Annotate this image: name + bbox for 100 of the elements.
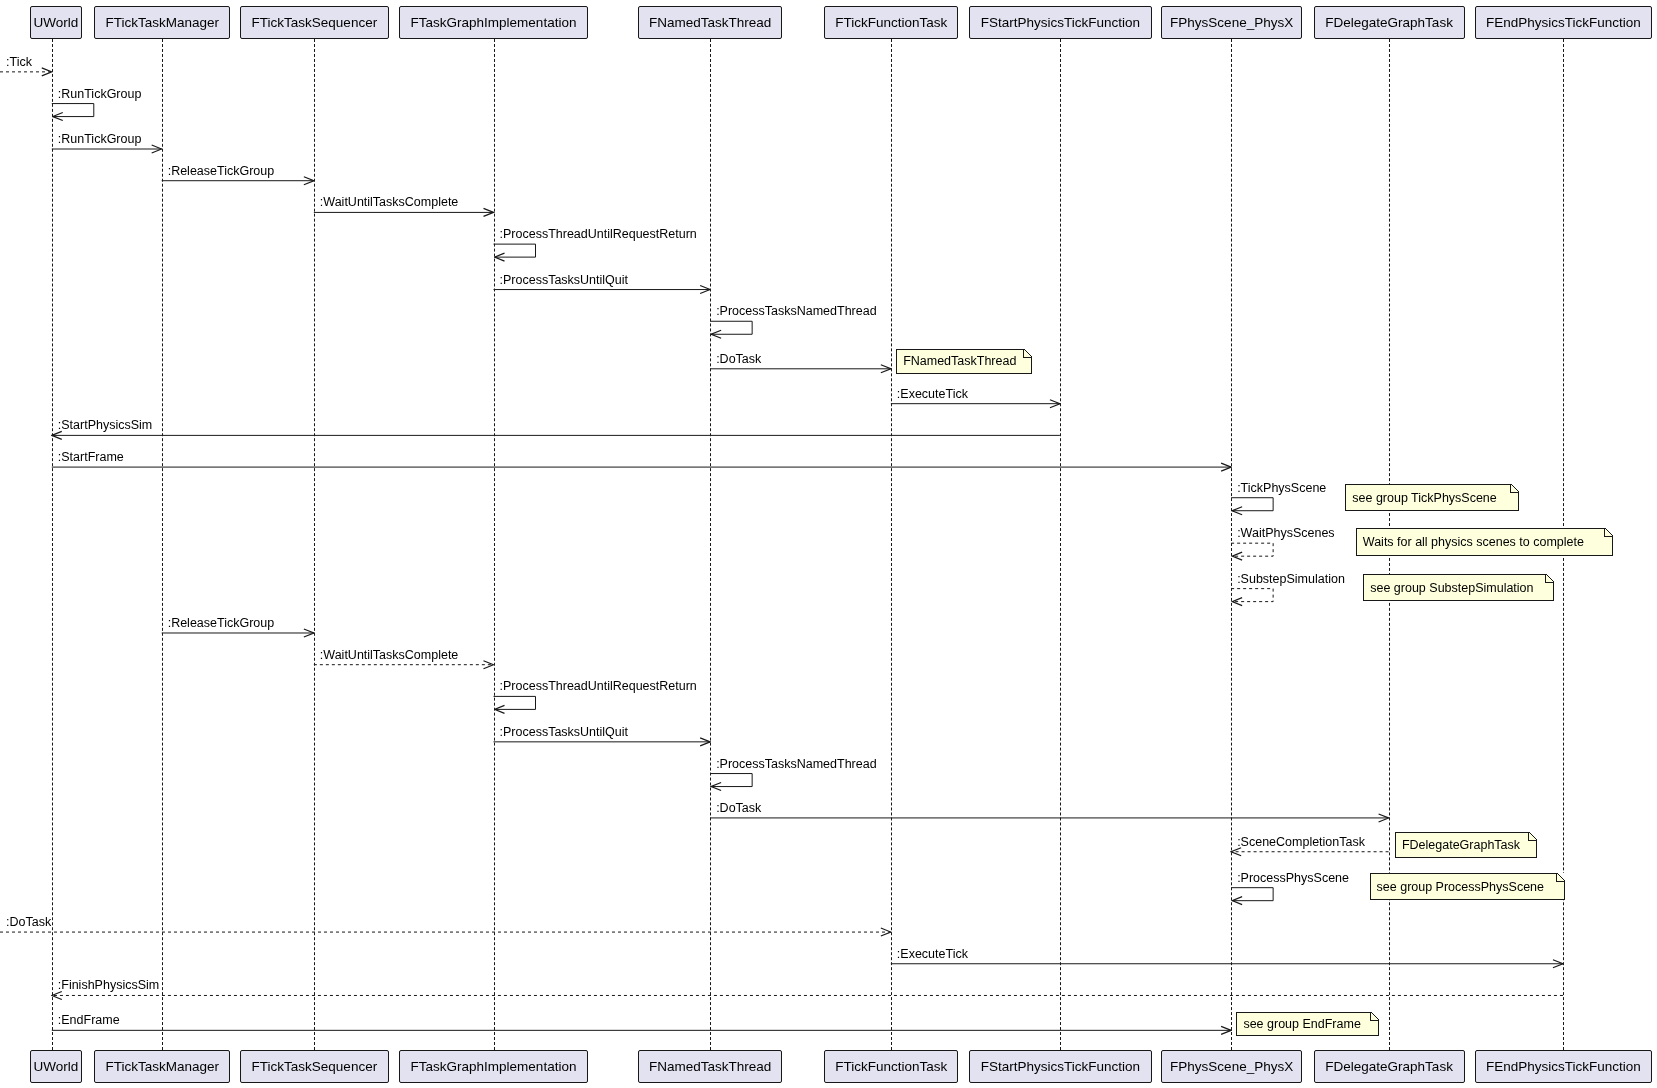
lifeline xyxy=(1231,39,1233,1050)
participant-box xyxy=(239,1050,389,1083)
participant-name: FDelegateGraphTask xyxy=(1325,15,1453,30)
participant-name: FTaskGraphImplementation xyxy=(410,15,577,30)
participant-name: FTickTaskSequencer xyxy=(251,1059,378,1074)
message-arrow xyxy=(709,813,1390,823)
note-text: Waits for all physics scenes to complete xyxy=(1362,535,1584,550)
note xyxy=(1355,528,1613,556)
message-label: :ProcessThreadUntilRequestReturn xyxy=(499,227,697,242)
message-label: :DoTask xyxy=(716,800,762,815)
message-arrow xyxy=(493,284,711,295)
message-arrow xyxy=(890,399,1061,409)
note xyxy=(1394,831,1537,859)
lifeline xyxy=(51,39,53,1050)
participant-box xyxy=(969,1050,1152,1083)
participant-box xyxy=(29,6,83,39)
participant-name: FTickFunctionTask xyxy=(835,15,948,30)
message-label: :RunTickGroup xyxy=(57,132,142,146)
message-arrow xyxy=(1230,887,1274,906)
participant-box xyxy=(239,6,389,39)
message-arrow xyxy=(51,1025,1232,1035)
lifeline xyxy=(1059,39,1061,1050)
participant-name: FNamedTaskThread xyxy=(649,15,772,30)
message-label: :ReleaseTickGroup xyxy=(167,616,275,630)
message-label: :TickPhysScene xyxy=(1237,480,1327,495)
note xyxy=(1236,1012,1380,1036)
message-arrow xyxy=(0,67,53,77)
message-label: :EndFrame xyxy=(57,1013,120,1028)
message-label: :StartFrame xyxy=(57,450,124,465)
message-label: :SceneCompletionTask xyxy=(1237,834,1365,849)
message-arrow xyxy=(51,103,95,122)
participant-name: FStartPhysicsTickFunction xyxy=(980,1059,1141,1074)
participant-box xyxy=(638,6,782,39)
participant-box xyxy=(1475,6,1652,39)
participant-box xyxy=(824,6,959,39)
message-arrow xyxy=(890,959,1564,969)
participant-box xyxy=(1313,6,1465,39)
message-arrow xyxy=(493,695,536,714)
message-label: :FinishPhysicsSim xyxy=(57,978,160,993)
participant-box xyxy=(94,6,231,39)
participant-box xyxy=(824,1050,959,1083)
message-arrow xyxy=(709,364,892,374)
participant-box xyxy=(1161,6,1302,39)
message-label: :ProcessTasksUntilQuit xyxy=(499,272,628,287)
participant-box xyxy=(638,1050,782,1083)
lifeline xyxy=(890,39,892,1050)
participant-name: FTickFunctionTask xyxy=(835,1059,948,1074)
participant-box xyxy=(399,1050,588,1083)
note xyxy=(1363,573,1555,602)
message-label: :WaitUntilTasksComplete xyxy=(319,647,459,662)
message-arrow xyxy=(161,176,315,186)
note-text: see group EndFrame xyxy=(1243,1017,1361,1031)
participant-box xyxy=(969,6,1152,39)
message-label: :ProcessTasksUntilQuit xyxy=(499,724,628,739)
message-arrow xyxy=(493,737,711,747)
note-text: FNamedTaskThread xyxy=(903,354,1017,369)
participant-name: FNamedTaskThread xyxy=(649,1059,772,1074)
participant-box xyxy=(1161,1050,1302,1083)
message-label: :ProcessPhysScene xyxy=(1237,870,1349,885)
message-arrow xyxy=(51,990,1564,1001)
participant-name: FTaskGraphImplementation xyxy=(410,1059,577,1074)
message-arrow xyxy=(493,243,536,262)
participant-name: UWorld xyxy=(33,15,79,30)
participant-name: FEndPhysicsTickFunction xyxy=(1486,15,1641,30)
message-label: :SubstepSimulation xyxy=(1237,571,1345,586)
participant-name: FTickTaskManager xyxy=(105,1059,219,1074)
message-arrow xyxy=(313,660,495,670)
message-label: :ProcessTasksNamedThread xyxy=(716,756,877,771)
message-arrow xyxy=(709,320,753,339)
note xyxy=(896,348,1033,375)
participant-name: FEndPhysicsTickFunction xyxy=(1486,1059,1641,1074)
note-text: see group ProcessPhysScene xyxy=(1376,879,1544,894)
message-label: :StartPhysicsSim xyxy=(57,418,153,433)
message-label: :ProcessThreadUntilRequestReturn xyxy=(499,679,697,694)
participant-name: FTickTaskManager xyxy=(105,15,219,30)
note-text: FDelegateGraphTask xyxy=(1401,837,1521,852)
message-label: :RunTickGroup xyxy=(57,86,142,101)
message-arrow xyxy=(709,773,753,792)
lifeline xyxy=(313,39,315,1050)
participant-name: FDelegateGraphTask xyxy=(1325,1059,1453,1074)
message-arrow xyxy=(51,430,1061,440)
participant-box xyxy=(29,1050,83,1083)
participant-name: FPhysScene_PhysX xyxy=(1170,1059,1294,1074)
note-text: see group SubstepSimulation xyxy=(1370,580,1534,595)
message-arrow xyxy=(1230,497,1274,516)
message-arrow xyxy=(1230,847,1390,857)
message-arrow xyxy=(0,927,892,937)
message-label: :Tick xyxy=(6,54,32,69)
message-label: :WaitPhysScenes xyxy=(1237,526,1335,541)
participant-box xyxy=(94,1050,231,1083)
note xyxy=(1369,872,1566,901)
message-arrow xyxy=(1230,588,1274,607)
note xyxy=(1345,484,1519,512)
participant-name: FPhysScene_PhysX xyxy=(1170,15,1294,30)
lifeline xyxy=(493,39,495,1050)
participant-name: FStartPhysicsTickFunction xyxy=(980,15,1141,30)
participant-box xyxy=(1313,1050,1465,1083)
lifeline xyxy=(161,39,163,1050)
message-arrow xyxy=(51,462,1232,472)
participant-box xyxy=(399,6,588,39)
